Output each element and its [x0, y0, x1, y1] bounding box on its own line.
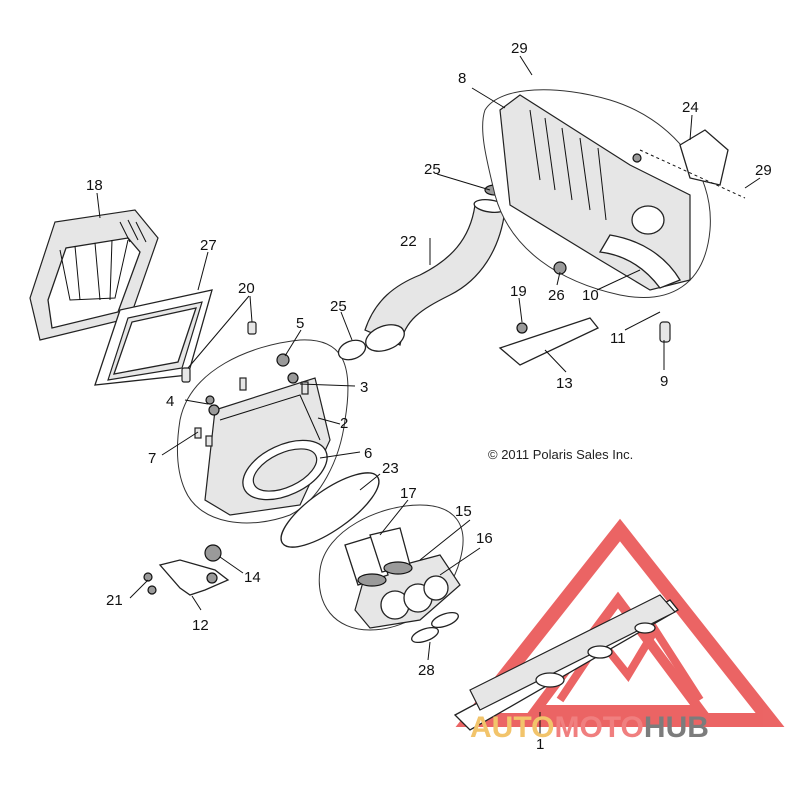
clamps — [411, 611, 459, 644]
leader-lines — [96, 55, 761, 735]
callout-12: 12 — [192, 617, 209, 634]
callout-7: 7 — [148, 450, 156, 467]
callout-24: 24 — [682, 99, 699, 116]
watermark-hub: HUB — [644, 711, 709, 744]
callout-18: 18 — [86, 177, 103, 194]
callout-6: 6 — [364, 445, 372, 462]
cover-plate — [679, 129, 729, 186]
callout-21: 21 — [106, 592, 123, 609]
callout-14: 14 — [244, 569, 261, 586]
callout-13: 13 — [556, 375, 573, 392]
callout-25-duct: 25 — [424, 161, 441, 178]
callout-19: 19 — [510, 283, 527, 300]
callout-5: 5 — [296, 315, 304, 332]
callout-11: 11 — [610, 330, 626, 347]
callout-29-right: 29 — [755, 162, 772, 179]
callout-16: 16 — [476, 530, 493, 547]
callout-25-clamp: 25 — [330, 298, 347, 315]
callout-29-top: 29 — [511, 40, 528, 57]
callout-28: 28 — [418, 662, 435, 679]
bracket-13 — [498, 317, 600, 366]
intake-duct — [337, 184, 507, 361]
callout-15: 15 — [455, 503, 472, 520]
bracket-12 — [143, 544, 230, 596]
callout-26: 26 — [548, 287, 565, 304]
callout-1: 1 — [536, 736, 544, 753]
callout-10: 10 — [582, 287, 599, 304]
airbox-lid — [29, 209, 159, 341]
callout-17: 17 — [400, 485, 417, 502]
callout-3: 3 — [360, 379, 368, 396]
gasket-ring — [280, 472, 380, 548]
callout-labels: 1 2 3 4 5 6 7 8 9 10 11 12 13 14 15 16 1… — [86, 40, 772, 753]
copyright-notice: © 2011 Polaris Sales Inc. — [488, 447, 633, 462]
watermark-auto: AUTO — [470, 711, 554, 744]
callout-22: 22 — [400, 233, 417, 250]
air-filter — [94, 289, 213, 386]
callout-20: 20 — [238, 280, 255, 297]
callout-4: 4 — [166, 393, 174, 410]
watermark-moto: MOTO — [554, 711, 643, 744]
mounting-plate — [453, 594, 679, 731]
watermark-text: AUTOMOTOHUB — [470, 711, 709, 744]
callout-23: 23 — [382, 460, 399, 477]
callout-2: 2 — [340, 415, 348, 432]
air-intake-housing — [176, 339, 349, 524]
airbox-assembly — [482, 89, 711, 298]
callout-8: 8 — [458, 70, 466, 87]
lower-housing — [318, 504, 464, 631]
drain-valve — [659, 321, 671, 343]
callout-27: 27 — [200, 237, 217, 254]
callout-9: 9 — [660, 373, 668, 390]
